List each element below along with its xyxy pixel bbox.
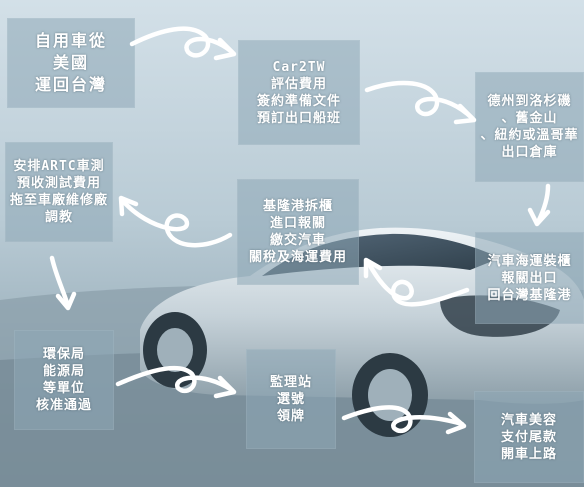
step-4-text: 汽車海運裝櫃 報關出口 回台灣基隆港 — [487, 253, 572, 303]
step-6-box: 安排ARTC車測 預收測試費用 拖至車廠維修廠 調教 — [5, 142, 113, 242]
step-3-text: 德州到洛杉磯 、舊金山 、紐約或溫哥華 出口倉庫 — [480, 94, 579, 160]
step-4-box: 汽車海運裝櫃 報關出口 回台灣基隆港 — [475, 232, 584, 324]
step-3-box: 德州到洛杉磯 、舊金山 、紐約或溫哥華 出口倉庫 — [475, 72, 584, 182]
step-9-text: 汽車美容 支付尾款 開車上路 — [500, 412, 557, 462]
step-8-box: 監理站 選號 領牌 — [246, 349, 336, 449]
step-6-text: 安排ARTC車測 預收測試費用 拖至車廠維修廠 調教 — [9, 159, 108, 225]
step-7-text: 環保局 能源局 等單位 核准通過 — [35, 347, 92, 413]
step-7-box: 環保局 能源局 等單位 核准通過 — [14, 330, 114, 430]
step-5-box: 基隆港拆櫃 進口報關 繳交汽車 關稅及海運費用 — [237, 179, 359, 285]
step-2-box: Car2TW 評估費用 簽約準備文件 預訂出口船班 — [238, 40, 360, 145]
step-2-text: Car2TW 評估費用 簽約準備文件 預訂出口船班 — [256, 59, 341, 126]
step-1-text: 自用車從 美國 運回台灣 — [34, 31, 107, 94]
step-5-text: 基隆港拆櫃 進口報關 繳交汽車 關稅及海運費用 — [248, 199, 347, 265]
step-9-box: 汽車美容 支付尾款 開車上路 — [474, 391, 584, 483]
step-8-text: 監理站 選號 領牌 — [269, 374, 312, 424]
step-1-box: 自用車從 美國 運回台灣 — [7, 18, 135, 108]
